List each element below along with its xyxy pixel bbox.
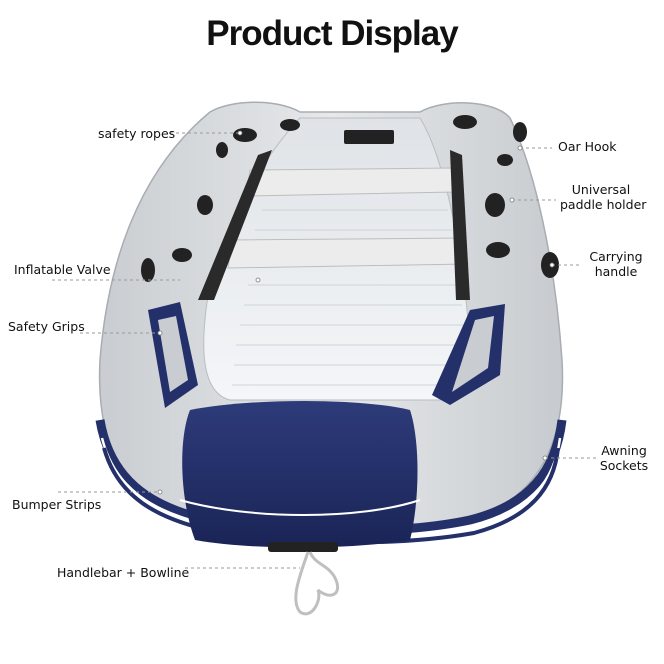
bowline-rope [294,551,339,616]
label-handlebar-bowline: Handlebar + Bowline [57,565,190,580]
safety-grip-right [432,304,505,405]
label-universal-paddle-holder-line-2: paddle holder [560,197,647,212]
label-awning-sockets-line-1: Awning [601,443,647,458]
oar-rails [198,150,470,300]
label-carrying-handle: Carrying handle [586,249,646,279]
seat-benches [227,167,469,269]
leader-lines [52,132,596,569]
page-title: Product Display [206,14,458,53]
label-oar-hook: Oar Hook [558,139,617,154]
label-awning-sockets-line-2: Sockets [599,458,649,473]
label-universal-paddle-holder-line-1: Universal [571,182,631,197]
label-bumper-strips: Bumper Strips [12,497,102,512]
label-carrying-handle-line-2: handle [594,264,638,279]
leader-dots [157,130,555,495]
fittings [141,115,559,552]
safety-grip-left [148,302,198,408]
label-safety-grips: Safety Grips [8,319,85,334]
bow-patch [182,401,418,548]
label-inflatable-valve: Inflatable Valve [14,262,111,277]
label-awning-sockets: Awning Sockets [594,443,654,473]
label-universal-paddle-holder: Universal paddle holder [560,182,647,212]
label-safety-ropes: safety ropes [98,126,176,141]
label-carrying-handle-line-1: Carrying [589,249,643,264]
